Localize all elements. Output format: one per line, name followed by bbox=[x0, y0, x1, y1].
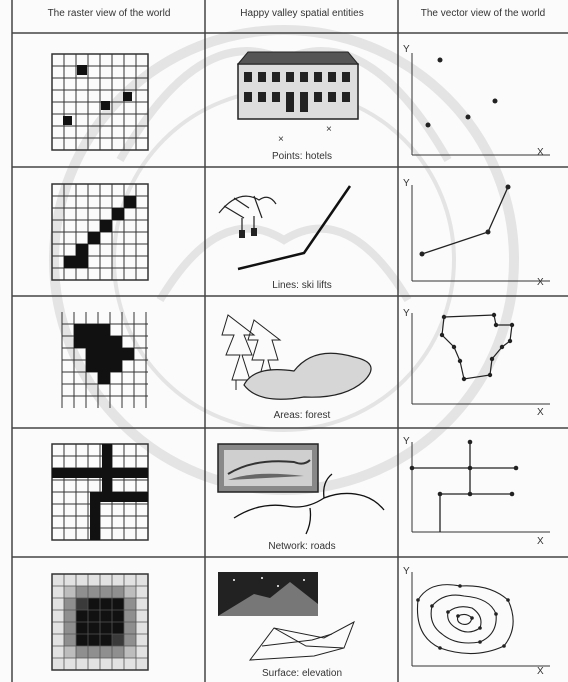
ski-lift-illustration bbox=[214, 178, 394, 278]
hotel-illustration: × × bbox=[228, 44, 378, 144]
caption-points: Points: hotels bbox=[207, 151, 397, 162]
raster-surface-grid bbox=[50, 572, 150, 672]
raster-network-grid bbox=[50, 442, 150, 542]
y-axis-label: Y bbox=[403, 44, 410, 55]
roads-illustration bbox=[214, 440, 394, 540]
y-axis-label: Y bbox=[403, 308, 410, 319]
header-reality: Happy valley spatial entities bbox=[207, 8, 397, 19]
vector-lines-plot bbox=[400, 169, 566, 294]
x-axis-label: X bbox=[537, 147, 544, 158]
caption-network: Network: roads bbox=[207, 541, 397, 552]
elevation-illustration bbox=[214, 568, 394, 668]
y-axis-label: Y bbox=[403, 178, 410, 189]
x-axis-label: X bbox=[537, 666, 544, 677]
x-axis-label: X bbox=[537, 277, 544, 288]
point-marker: × bbox=[278, 134, 284, 144]
y-axis-label: Y bbox=[403, 436, 410, 447]
y-axis-label: Y bbox=[403, 566, 410, 577]
x-axis-label: X bbox=[537, 407, 544, 418]
header-raster: The raster view of the world bbox=[14, 8, 204, 19]
forest-illustration bbox=[214, 305, 394, 415]
x-axis-label: X bbox=[537, 536, 544, 547]
header-vector: The vector view of the world bbox=[400, 8, 566, 19]
raster-areas-grid bbox=[60, 310, 150, 410]
point-marker: × bbox=[326, 124, 332, 135]
vector-points-plot bbox=[400, 35, 566, 165]
caption-areas: Areas: forest bbox=[207, 410, 397, 421]
raster-points-grid bbox=[50, 52, 150, 152]
raster-lines-grid bbox=[50, 182, 150, 282]
caption-surface: Surface: elevation bbox=[207, 668, 397, 679]
vector-surface-plot bbox=[400, 560, 566, 682]
caption-lines: Lines: ski lifts bbox=[207, 280, 397, 291]
